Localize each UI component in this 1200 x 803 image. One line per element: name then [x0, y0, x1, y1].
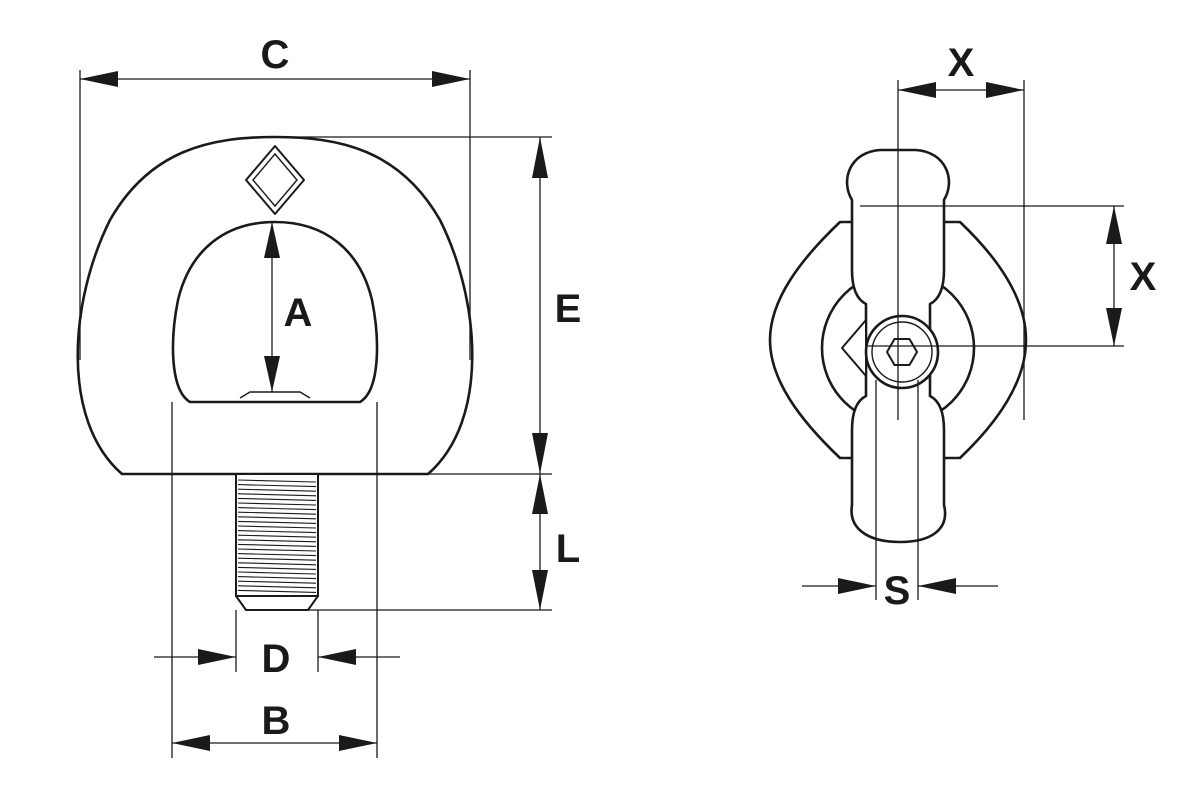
diamond-mark: [245, 145, 305, 215]
dimension-x-right: X: [1106, 206, 1157, 346]
thread-line: [237, 534, 317, 538]
hex-socket: [886, 338, 918, 366]
thread-line: [237, 580, 317, 584]
dimension-e: E: [532, 137, 581, 474]
thread-line: [237, 548, 317, 552]
thread-line: [237, 497, 317, 501]
thread-line: [237, 557, 317, 561]
thread-line: [237, 576, 317, 580]
dimension-l: L: [532, 474, 580, 610]
thread-line: [237, 511, 317, 515]
dimension-c: C: [80, 33, 470, 87]
eye-inner-opening: [171, 220, 379, 404]
thread-line: [237, 530, 317, 534]
label-a: A: [284, 291, 313, 335]
label-d: D: [262, 637, 291, 681]
thread-line: [237, 585, 317, 589]
label-e: E: [555, 287, 582, 331]
thread-line: [237, 520, 317, 524]
extension-lines-front: [79, 70, 552, 758]
dimension-x-top: X: [898, 41, 1024, 98]
thread-line: [237, 539, 317, 543]
thread-line: [237, 516, 317, 520]
label-x-right: X: [1130, 255, 1157, 299]
thread-line: [237, 571, 317, 575]
dimension-d: D: [154, 637, 400, 681]
shank-chamfer: [235, 595, 319, 611]
dimension-s: S: [802, 569, 998, 613]
eyebolt-front-view: [76, 135, 474, 611]
label-c: C: [261, 33, 290, 77]
dimension-b: B: [172, 699, 377, 751]
thread-line: [237, 484, 317, 488]
thread-line: [237, 566, 317, 570]
inner-base-ridge: [239, 391, 311, 399]
thread-line: [237, 488, 317, 492]
thread-line: [237, 562, 317, 566]
thread-line: [237, 553, 317, 557]
thread-line: [237, 543, 317, 547]
thread-line: [237, 502, 317, 506]
thread-line: [237, 525, 317, 529]
thread-line: [237, 507, 317, 511]
thread-line: [237, 493, 317, 497]
thread-line: [237, 589, 317, 593]
extension-lines-side: [860, 80, 1124, 600]
bolt-head-inner: [871, 321, 933, 383]
diamond-inner: [252, 152, 298, 208]
label-s: S: [884, 569, 911, 613]
label-l: L: [556, 527, 580, 571]
label-b: B: [262, 699, 291, 743]
dimension-a: A: [264, 222, 312, 392]
thread-line: [237, 479, 317, 483]
shank-threads: [237, 479, 317, 593]
label-x-top: X: [948, 41, 975, 85]
